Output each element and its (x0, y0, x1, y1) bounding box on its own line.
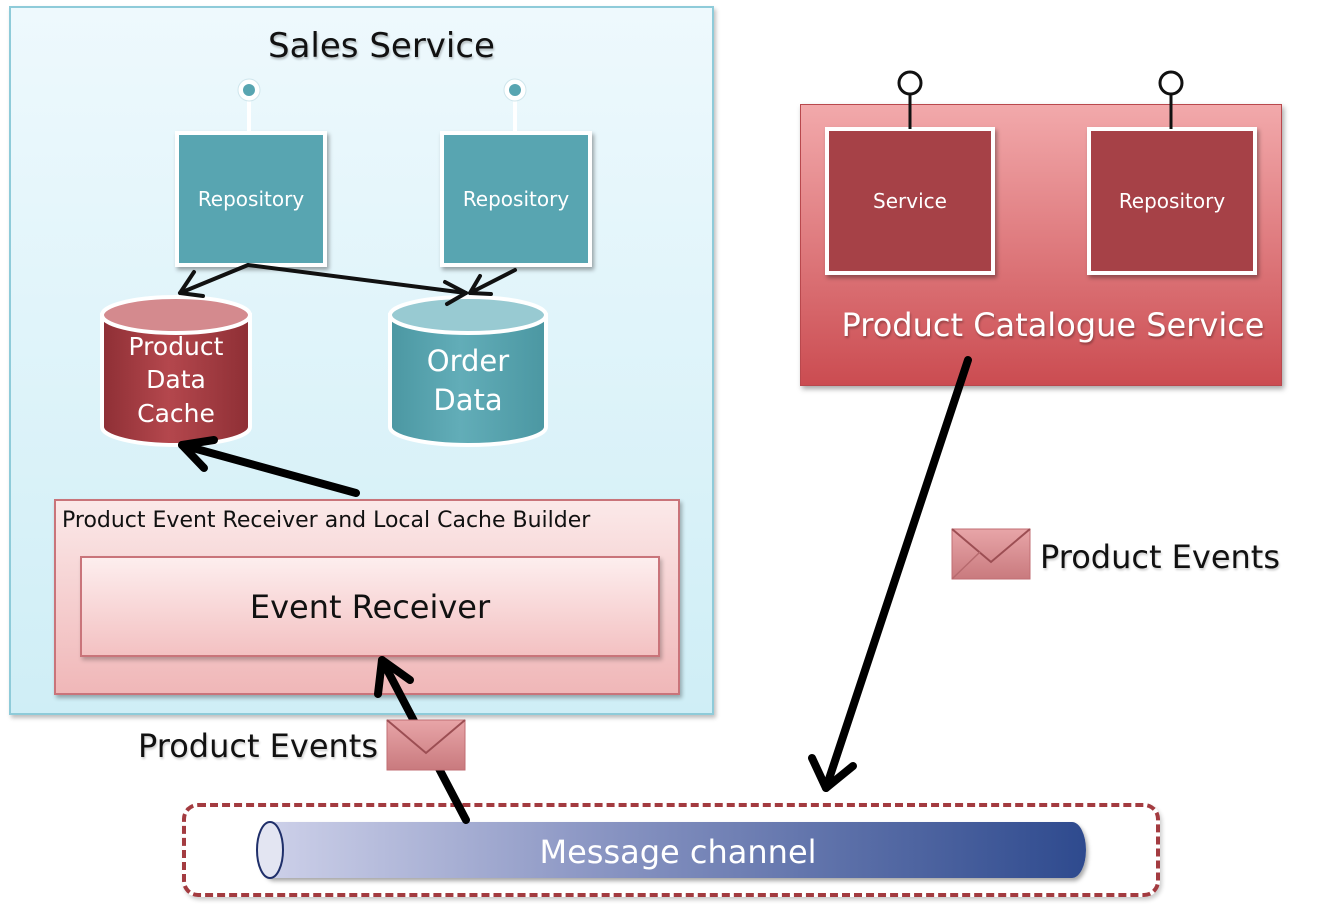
message-channel-pipe (258, 822, 1086, 878)
product-cache-line1: Product (129, 332, 224, 361)
message-channel-frame (182, 803, 1160, 897)
arrow-repo-to-order-data (246, 263, 468, 306)
order-data-line2: Data (433, 383, 502, 417)
catalogue-repository-box: Repository (1087, 127, 1257, 275)
order-data-cylinder (388, 295, 548, 447)
catalogue-service-box-label: Service (873, 189, 947, 213)
catalogue-service-box: Service (825, 127, 995, 275)
envelope-icon-left (386, 719, 466, 771)
product-cache-line3: Cache (137, 399, 215, 428)
catalogue-service-interface-icon (897, 70, 923, 129)
envelope-icon-right (951, 528, 1031, 580)
event-receiver-box: Event Receiver (80, 556, 660, 657)
sales-repo-left-interface-icon (237, 78, 261, 131)
cache-builder-label: Product Event Receiver and Local Cache B… (62, 508, 591, 533)
product-data-cache-cylinder (100, 295, 252, 447)
message-channel-end-cap (256, 821, 284, 879)
product-events-label-right: Product Events (1040, 538, 1281, 576)
sales-repository-left-label: Repository (197, 187, 305, 211)
catalogue-service-title: Product Catalogue Service (841, 306, 1265, 344)
sales-repository-right: Repository (440, 131, 592, 267)
sales-repo-right-interface-icon (503, 78, 527, 131)
arrow-catalogue-to-channel (808, 356, 972, 792)
event-receiver-label: Event Receiver (249, 587, 491, 626)
order-data-line1: Order (427, 344, 509, 378)
product-events-label-left: Product Events (138, 727, 379, 765)
product-cache-line2: Data (146, 365, 206, 394)
message-channel-label: Message channel (539, 833, 817, 871)
arrow-repo-to-product-cache (178, 263, 250, 298)
sales-repository-right-label: Repository (462, 187, 570, 211)
catalogue-repository-interface-icon (1158, 70, 1184, 129)
sales-service-title: Sales Service (268, 26, 495, 66)
arrow-receiver-to-cache (178, 436, 360, 497)
catalogue-repository-box-label: Repository (1118, 189, 1226, 213)
arrow-right-repo-to-order-data (468, 268, 517, 296)
